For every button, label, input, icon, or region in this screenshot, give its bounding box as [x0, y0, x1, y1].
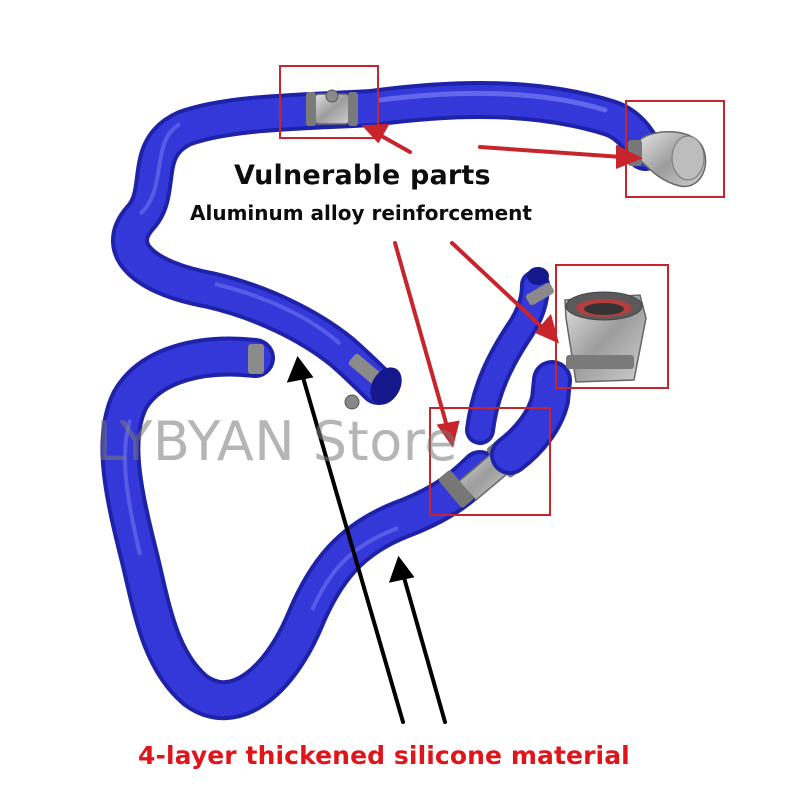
red-arrow-top-joint: [376, 132, 412, 154]
black-arrowhead: [388, 555, 415, 583]
lower-coolant-hose: [100, 336, 572, 721]
store-watermark: LYBYAN Store: [96, 410, 459, 473]
black-arrow-right: [401, 572, 447, 724]
highlight-box-elbow: [625, 100, 725, 198]
black-pointer-arrows: [286, 355, 447, 724]
upright-hose-with-fitting: [465, 267, 647, 445]
vulnerable-parts-label: Vulnerable parts: [234, 160, 491, 191]
red-arrow-mid-joint: [393, 241, 450, 432]
aluminum-reinforcement-label: Aluminum alloy reinforcement: [190, 201, 532, 225]
black-arrow-left: [300, 372, 405, 724]
red-pointer-arrows: [361, 123, 643, 448]
upper-coolant-hose: [111, 80, 707, 410]
red-arrowhead: [616, 144, 643, 169]
black-arrowhead: [286, 355, 314, 383]
silicone-material-label: 4-layer thickened silicone material: [138, 741, 630, 770]
highlight-box-filler-neck: [555, 264, 669, 389]
highlight-boxes: [279, 65, 725, 516]
highlight-box-mid-joint: [429, 407, 551, 516]
red-arrowhead: [361, 123, 390, 144]
red-arrow-elbow: [478, 145, 624, 159]
red-arrowhead: [534, 313, 560, 344]
red-arrow-filler-neck: [450, 241, 547, 332]
red-arrowhead: [436, 420, 460, 448]
highlight-box-top-joint: [279, 65, 379, 139]
